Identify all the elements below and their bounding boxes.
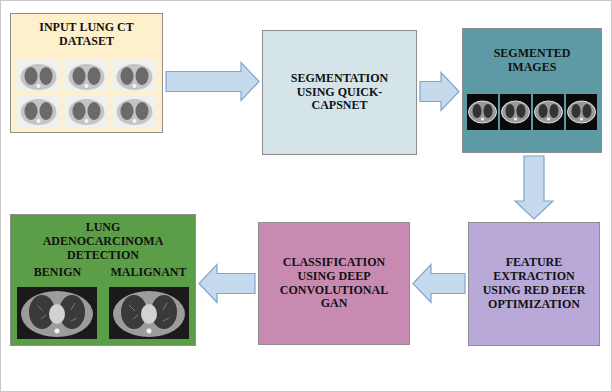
result-ct-images [11, 287, 195, 339]
box-label: FEATURE EXTRACTION USING RED DEER OPTIMI… [481, 256, 587, 311]
block-arrow [166, 63, 259, 101]
segmented-ct-images [467, 94, 597, 130]
class-label: MALIGNANT [109, 266, 189, 280]
block-arrow [420, 73, 459, 111]
output-box: SEGMENTED IMAGES [462, 28, 602, 153]
result-box: LUNG ADENOCARCINOMA DETECTION BENIGN MALIG… [10, 214, 196, 346]
input-box: INPUT LUNG CT DATASET [10, 13, 163, 133]
process-box: CLASSIFICATION USING DEEP CONVOLUTIONAL … [258, 222, 410, 345]
box-label: INPUT LUNG CT DATASET [19, 21, 154, 49]
class-label: BENIGN [18, 266, 98, 280]
box-label: CLASSIFICATION USING DEEP CONVOLUTIONAL … [273, 256, 395, 311]
block-arrow [413, 265, 465, 303]
box-label: LUNG ADENOCARCINOMA DETECTION [38, 221, 168, 262]
block-arrow [515, 156, 553, 219]
ct-thumbnails [16, 60, 157, 127]
label-row: BENIGN MALIGNANT [12, 266, 194, 280]
process-box: SEGMENTATION USING QUICK-CAPSNET [262, 30, 417, 155]
box-label: SEGMENTATION USING QUICK-CAPSNET [277, 72, 402, 113]
block-arrow [199, 265, 255, 303]
process-box: FEATURE EXTRACTION USING RED DEER OPTIMI… [468, 222, 600, 346]
box-label: SEGMENTED IMAGES [477, 47, 587, 75]
